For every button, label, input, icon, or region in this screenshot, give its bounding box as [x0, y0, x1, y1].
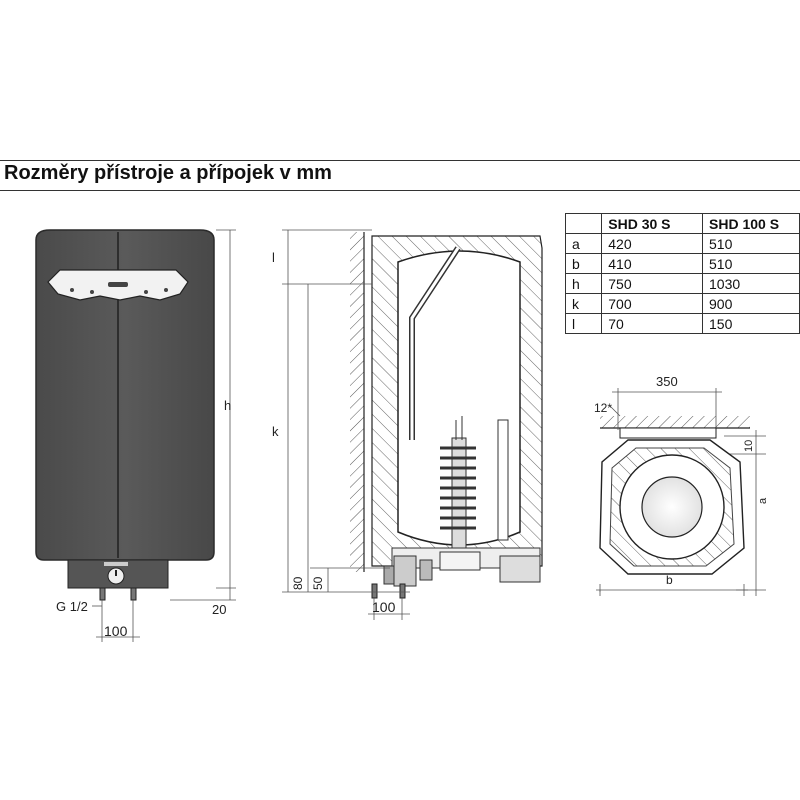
title-underline [0, 190, 800, 191]
top-bracket [619, 427, 717, 439]
table-cell: 150 [702, 313, 800, 334]
dim-100-lines [92, 600, 140, 642]
table-cell: 900 [702, 293, 800, 314]
dim-20-label: 20 [212, 602, 226, 617]
table-header-cell: SHD 100 S [702, 213, 800, 234]
table-cell: 700 [601, 293, 704, 314]
table-cell: 1030 [702, 273, 800, 294]
table-row: b 410 510 [564, 253, 800, 274]
table-cell: 750 [601, 273, 704, 294]
table-cell: 510 [702, 253, 800, 274]
table-row: l 70 150 [564, 313, 800, 334]
dim-80-label: 80 [291, 576, 305, 590]
section-view: l k 80 50 100 [272, 229, 543, 620]
table-cell: 410 [601, 253, 704, 274]
bracket-holes [70, 282, 168, 294]
dim-k-label: k [272, 424, 279, 439]
wall-hatching [350, 232, 364, 572]
table-row: a 420 510 [564, 233, 800, 254]
front-view: h 20 G 1/2 100 [35, 229, 236, 642]
dim-b-label: b [666, 573, 673, 587]
top-rule [0, 160, 800, 161]
table-header-cell [564, 213, 603, 234]
dim-a-label: a [757, 497, 769, 504]
heating-element [440, 416, 476, 549]
top-wall-hatching [600, 416, 750, 428]
dim-100-section-label: 100 [372, 599, 396, 615]
dim-10-label: 10 [743, 440, 755, 452]
table-header-row: SHD 30 S SHD 100 S [564, 213, 800, 234]
dim-350-lines [596, 388, 766, 596]
dim-350-label: 350 [656, 374, 678, 389]
outlet-pipe-section [399, 583, 406, 599]
table-cell: 510 [702, 233, 800, 254]
dim-h-label: h [224, 398, 231, 413]
dim-l-label: l [272, 250, 275, 265]
table-cell: 70 [601, 313, 704, 334]
top-view: 350 12* 10 a b [594, 374, 769, 596]
bottom-assembly [383, 547, 541, 587]
table-header-cell: SHD 30 S [601, 213, 704, 234]
heater-body [35, 229, 215, 561]
anode-rod [497, 419, 509, 541]
table-row: h 750 1030 [564, 273, 800, 294]
dim-h-lines [170, 229, 236, 601]
tank-inner-circle [641, 476, 703, 538]
dim-12-label: 12* [594, 401, 612, 415]
table-cell: k [564, 293, 603, 314]
table-row: k 700 900 [564, 293, 800, 314]
table-cell: l [564, 313, 603, 334]
table-cell: 420 [601, 233, 704, 254]
inlet-pipe [99, 587, 106, 601]
page-title: Rozměry přístroje a přípojek v mm [4, 162, 332, 184]
thread-label: G 1/2 [56, 599, 88, 614]
table-cell: b [564, 253, 603, 274]
inner-tank [397, 250, 521, 546]
inlet-pipe-section [371, 583, 378, 599]
section-dim-lines [282, 229, 410, 620]
dim-100-label: 100 [104, 623, 128, 639]
brand-plate [104, 562, 128, 566]
table-cell: h [564, 273, 603, 294]
dimensions-table: SHD 30 S SHD 100 S a 420 510 b 410 510 h… [564, 213, 800, 334]
outlet-pipe [130, 587, 137, 601]
table-cell: a [564, 233, 603, 254]
dim-50-label: 50 [311, 576, 325, 590]
